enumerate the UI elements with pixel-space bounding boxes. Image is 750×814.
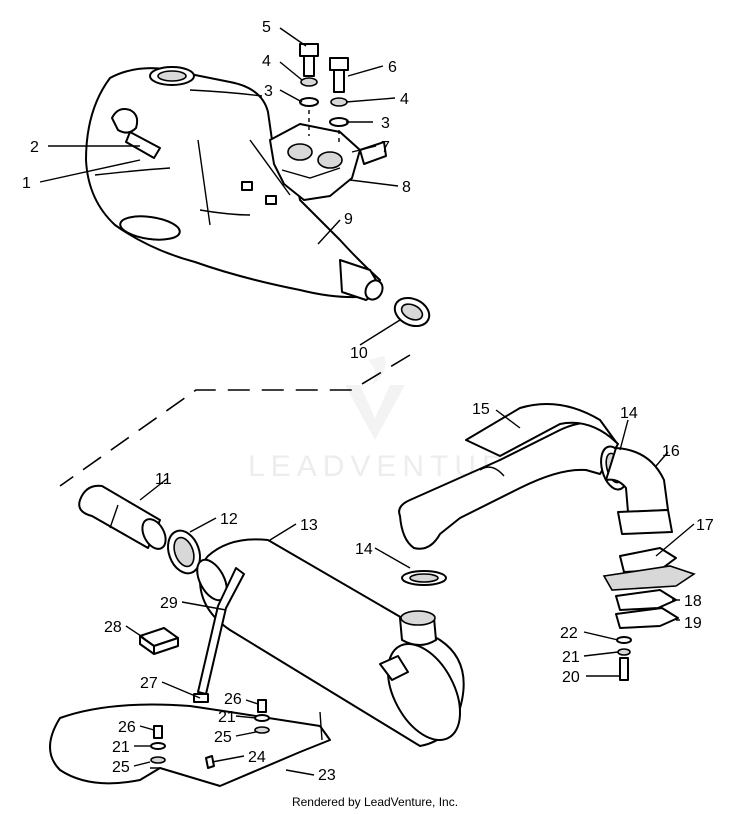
fasteners-right <box>254 699 270 734</box>
callout-10: 10 <box>350 345 368 362</box>
callout-12: 12 <box>220 511 238 528</box>
washer-4-left <box>300 77 318 87</box>
callout-17: 17 <box>696 517 714 534</box>
callout-14: 14 <box>620 405 638 422</box>
bolt-20-stack <box>616 636 632 681</box>
callout-1: 1 <box>22 175 31 192</box>
bolt-6 <box>329 57 349 93</box>
callout-18: 18 <box>684 593 702 610</box>
callout-2: 2 <box>30 139 39 156</box>
washer-3-left <box>299 97 319 107</box>
stud <box>265 195 277 205</box>
callout-6: 6 <box>388 59 397 76</box>
callout-20: 20 <box>562 669 580 686</box>
coupler-11 <box>78 484 167 550</box>
washer-3-right <box>329 117 349 127</box>
bracket-27 <box>193 693 209 703</box>
callout-15: 15 <box>472 401 490 418</box>
callout-29: 29 <box>160 595 178 612</box>
clamp-10 <box>393 296 431 328</box>
callout-3: 3 <box>264 83 273 100</box>
callout-21: 21 <box>562 649 580 666</box>
callout-22: 22 <box>560 625 578 642</box>
fasteners-left <box>150 725 166 764</box>
muffler <box>196 538 465 747</box>
washer-4-right <box>330 97 348 107</box>
callout-28: 28 <box>104 619 122 636</box>
callout-16: 16 <box>662 443 680 460</box>
exhaust-pipe <box>85 66 384 301</box>
manifold-gasket <box>359 141 387 165</box>
callout-19: 19 <box>684 615 702 632</box>
flange-gaskets-17-18-19 <box>602 547 696 629</box>
callout-21: 21 <box>112 739 130 756</box>
callout-8: 8 <box>402 179 411 196</box>
clamp-12 <box>167 529 201 575</box>
callout-14: 14 <box>355 541 373 558</box>
callout-26: 26 <box>224 691 242 708</box>
callout-13: 13 <box>300 517 318 534</box>
callout-numbers: 1 2 3 3 4 4 5 6 7 8 9 10 11 12 13 14 14 … <box>22 19 714 784</box>
callout-5: 5 <box>262 19 271 36</box>
callout-4: 4 <box>262 53 271 70</box>
elbow-16 <box>605 447 673 535</box>
callout-23: 23 <box>318 767 336 784</box>
callout-4: 4 <box>400 91 409 108</box>
nut-24 <box>205 755 215 769</box>
tailpipe-15 <box>398 403 619 550</box>
bolt-5 <box>299 43 319 77</box>
callout-21: 21 <box>218 709 236 726</box>
footer-credit: Rendered by LeadVenture, Inc. <box>291 795 459 809</box>
clamp-14-lower <box>401 570 447 586</box>
callout-25: 25 <box>214 729 232 746</box>
rubber-pad-28 <box>139 627 179 655</box>
exhaust-manifold <box>269 123 361 201</box>
leader-lines <box>39 27 695 776</box>
callout-3: 3 <box>381 115 390 132</box>
callout-27: 27 <box>140 675 158 692</box>
callout-9: 9 <box>344 211 353 228</box>
callout-11: 11 <box>155 471 172 488</box>
callout-7: 7 <box>381 139 390 156</box>
callout-26: 26 <box>118 719 136 736</box>
mount-plate-23 <box>49 703 331 787</box>
callout-24: 24 <box>248 749 266 766</box>
stud <box>241 181 253 191</box>
callout-25: 25 <box>112 759 130 776</box>
